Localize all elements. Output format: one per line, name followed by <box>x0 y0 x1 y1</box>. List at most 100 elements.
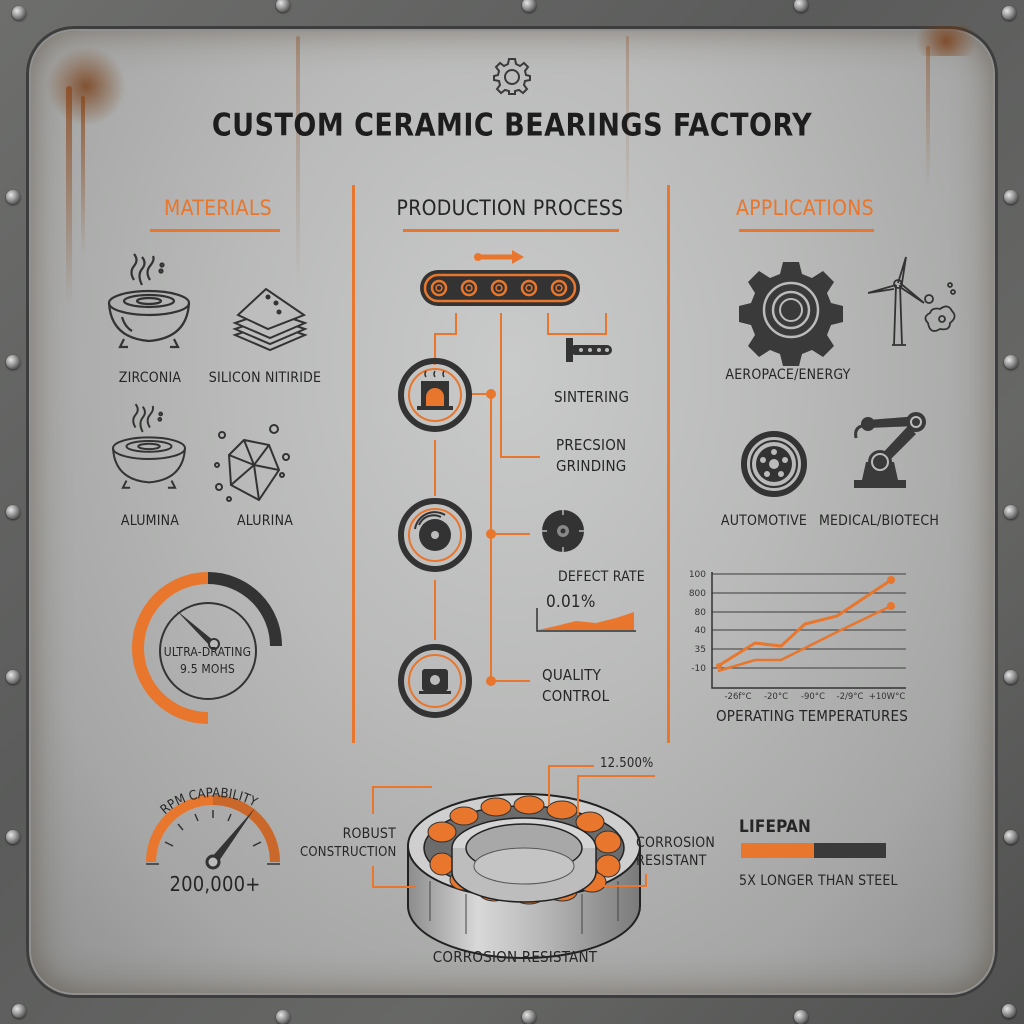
applications-heading: APPLICATIONS <box>736 196 874 220</box>
callout-line <box>548 765 550 805</box>
column-divider <box>667 185 670 743</box>
svg-text:RPM CAPABILITY: RPM CAPABILITY <box>158 786 260 818</box>
double-arrow-icon <box>474 250 524 264</box>
production-heading: PRODUCTION PROCESS <box>396 196 624 220</box>
callout-line <box>645 874 647 886</box>
rivet-icon <box>276 0 290 12</box>
rivet-icon <box>6 505 20 519</box>
callout-line <box>603 885 647 887</box>
callout-line <box>372 786 432 788</box>
connector-line <box>500 313 502 458</box>
layered-sheets-icon <box>232 287 308 352</box>
rivet-icon <box>794 1010 808 1024</box>
defect-rate-sparkline <box>536 608 636 632</box>
svg-text:-20°C: -20°C <box>764 692 788 702</box>
rust-streak <box>81 96 85 256</box>
svg-text:+10W°C: +10W°C <box>869 692 906 702</box>
hardness-label: ULTRA-DRATING <box>163 645 252 659</box>
callout-line <box>577 775 655 777</box>
material-label: ZIRCONIA <box>118 370 182 386</box>
application-label: AUTOMOTIVE <box>720 513 808 529</box>
rivet-icon <box>1004 670 1018 684</box>
rivet-icon <box>1002 6 1016 20</box>
callout-line <box>372 866 374 888</box>
rust-streak <box>626 36 629 216</box>
svg-text:100: 100 <box>689 570 706 580</box>
chart-title: OPERATING TEMPERATURES <box>715 707 909 725</box>
defect-rate-label: DEFECT RATE <box>558 569 645 585</box>
crystal-icon <box>214 424 290 502</box>
rivet-icon <box>276 1010 290 1024</box>
connector-line <box>547 313 607 335</box>
step-label-grinding: GRINDING <box>556 457 627 475</box>
callout-line <box>372 786 374 814</box>
bearing-callout-top: 12.500% <box>600 756 654 771</box>
lifespan-bar <box>741 843 886 858</box>
rpm-label-arc: RPM CAPABILITY <box>158 786 260 818</box>
saw-blade-icon <box>542 510 584 552</box>
connector-line <box>434 580 436 640</box>
svg-text:-90°C: -90°C <box>801 692 825 702</box>
rivet-icon <box>12 6 26 20</box>
inspection-icon <box>398 644 472 718</box>
material-label: ALUMINA <box>120 513 180 529</box>
connector-line <box>492 680 530 682</box>
rust-stain <box>46 46 126 126</box>
rpm-value: 200,000+ <box>169 872 261 896</box>
connector-line <box>434 333 436 365</box>
rivet-icon <box>522 0 536 12</box>
rivet-icon <box>6 830 20 844</box>
rivet-icon <box>1004 830 1018 844</box>
hardness-value: 9.5 MOHS <box>180 662 235 676</box>
bearing-caption: CORROSION RESISTANT <box>432 948 598 966</box>
tool-rack-icon <box>566 338 612 362</box>
lifespan-label: LIFEPAN <box>739 817 812 837</box>
lifespan-bar-fill <box>741 843 814 858</box>
svg-text:80: 80 <box>695 608 707 618</box>
conveyor-belt-icon <box>420 270 580 306</box>
gear-icon <box>493 58 531 95</box>
rivet-icon <box>522 1010 536 1024</box>
steaming-pot-icon <box>112 403 186 489</box>
rivet-icon <box>1002 1004 1016 1018</box>
hardness-gauge <box>132 572 282 724</box>
material-label: SILICON NITIRIDE <box>208 370 322 386</box>
connector-line <box>500 456 540 458</box>
rivet-icon <box>794 0 808 12</box>
callout-line <box>372 886 416 888</box>
svg-text:35: 35 <box>695 645 706 655</box>
connector-line <box>472 393 488 395</box>
connector-line <box>434 313 457 335</box>
wheel-icon <box>741 431 807 497</box>
column-divider <box>352 185 355 743</box>
lifespan-caption: 5X LONGER THAN STEEL <box>739 873 898 889</box>
rust-streak <box>926 46 930 186</box>
heading-underline <box>739 229 874 232</box>
connector-line <box>492 533 530 535</box>
rivet-icon <box>6 355 20 369</box>
bearing-callout-right: CORROSION <box>636 835 715 851</box>
step-label-qc: QUALITY <box>542 666 602 684</box>
bearing-callout-right: RESISTANT <box>636 853 707 869</box>
callout-line <box>577 775 579 815</box>
svg-text:40: 40 <box>695 626 707 636</box>
application-label: AEROPACE/ENERGY <box>725 367 851 383</box>
rivet-icon <box>1004 505 1018 519</box>
svg-text:800: 800 <box>689 589 706 599</box>
bearing-callout-left: ROBUST <box>342 826 396 842</box>
connector-dot <box>486 529 496 539</box>
connector-line <box>434 440 436 496</box>
rust-streak <box>296 36 300 286</box>
step-label-sintering: SINTERING <box>554 388 630 406</box>
rivet-icon <box>12 1004 26 1018</box>
step-label-grinding: PRECSION <box>556 436 627 454</box>
heading-underline <box>150 229 280 232</box>
connector-dot <box>486 676 496 686</box>
wind-turbine-icon <box>867 256 956 346</box>
rivet-icon <box>6 190 20 204</box>
rivet-icon <box>6 670 20 684</box>
rust-stain <box>906 26 986 56</box>
rpm-gauge <box>146 795 280 870</box>
